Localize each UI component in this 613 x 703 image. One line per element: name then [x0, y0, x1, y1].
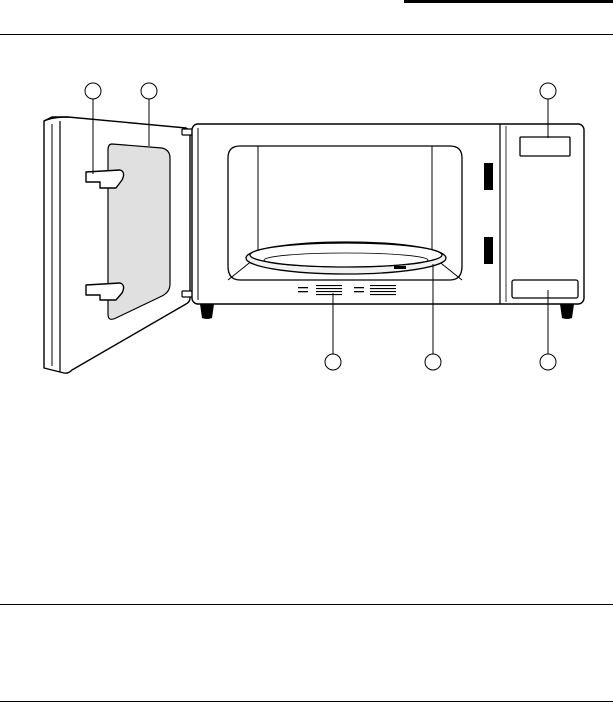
door-latches [85, 169, 125, 301]
door-release-button [511, 279, 579, 299]
callout-markers [84, 82, 557, 371]
oven-feet [200, 304, 574, 319]
callout-2-marker [140, 82, 158, 100]
callout-6-marker [539, 353, 557, 371]
footer-rule-upper [0, 604, 613, 605]
callout-4-marker [324, 353, 342, 371]
oven-vents [484, 163, 493, 264]
turntable-tray [245, 241, 447, 275]
display-window [519, 136, 571, 157]
footer-rule-lower [0, 701, 613, 702]
leader-lines [92, 99, 549, 354]
callout-3-marker [539, 82, 557, 100]
info-labels [298, 285, 396, 296]
callout-1-marker [84, 82, 102, 100]
door-window [107, 143, 171, 320]
callout-5-marker [424, 353, 442, 371]
header-rule [0, 34, 613, 35]
header-short-rule [404, 0, 613, 3]
